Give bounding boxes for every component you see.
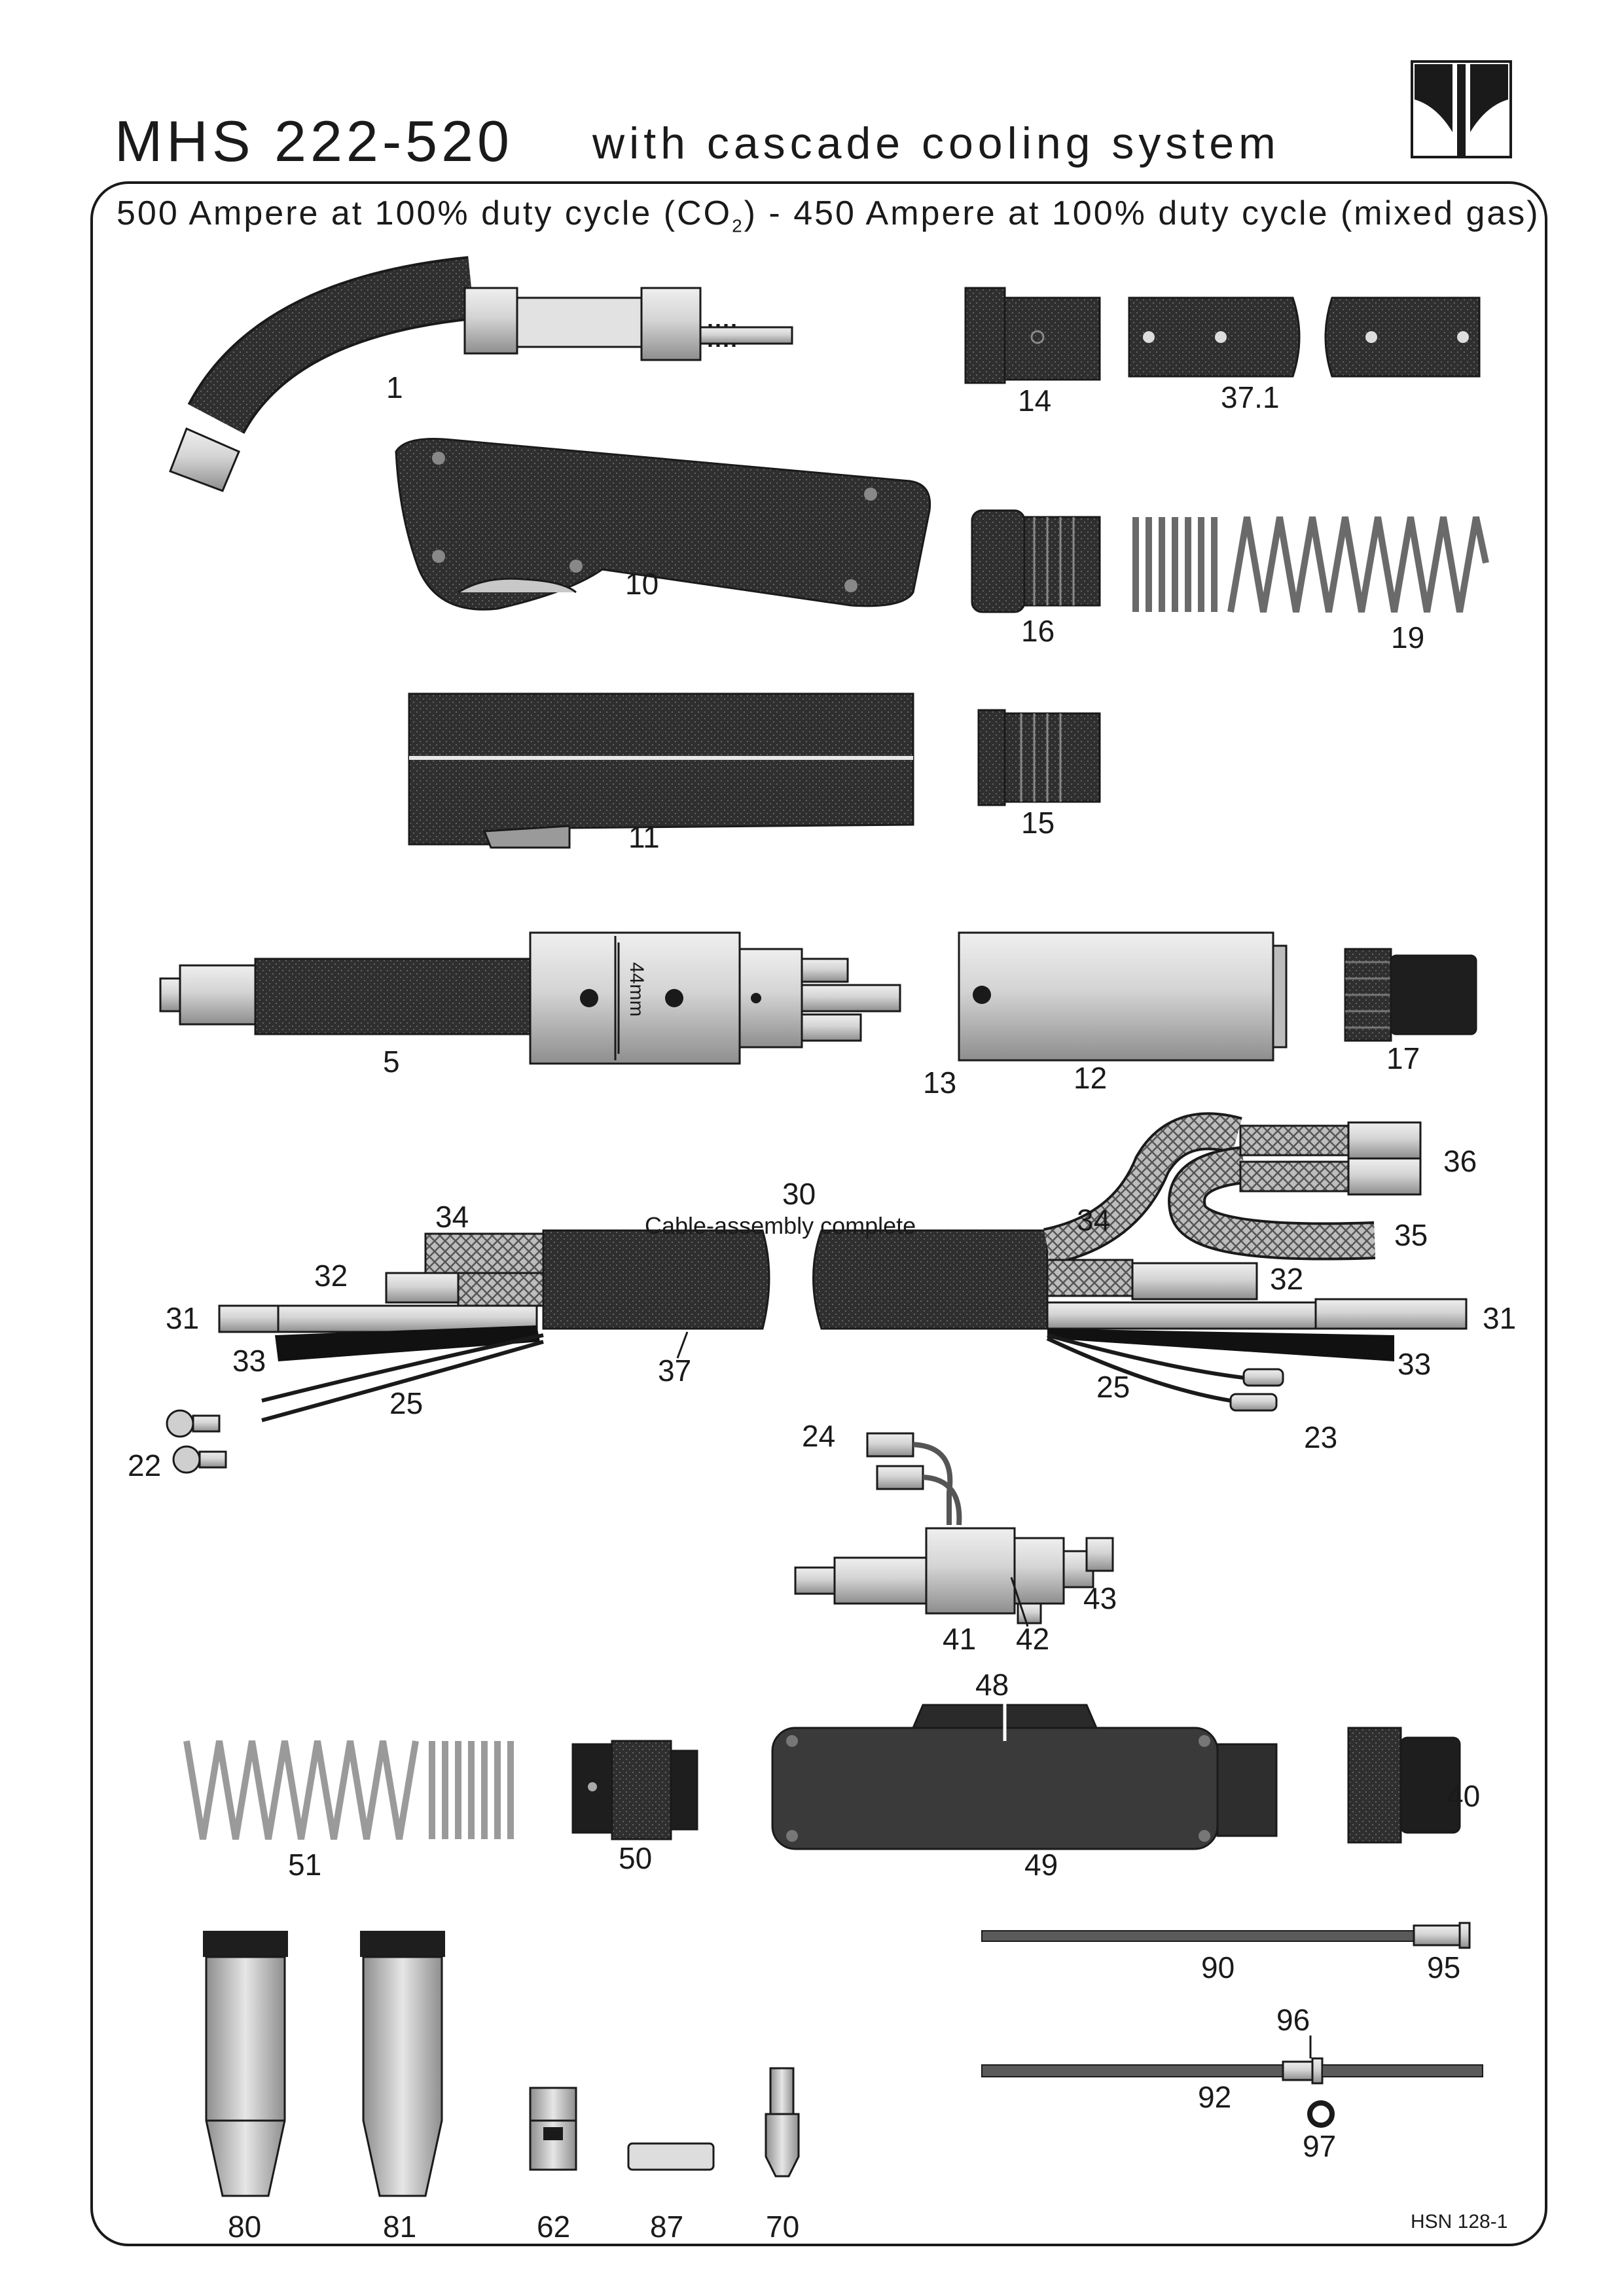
label-25-right: 25: [1096, 1370, 1130, 1404]
label-40: 40: [1447, 1779, 1480, 1813]
part-10-handle: [395, 437, 931, 611]
label-34-right: 34: [1077, 1203, 1110, 1237]
part-41-connector: [794, 1432, 1114, 1624]
label-50: 50: [619, 1841, 652, 1875]
label-14: 14: [1018, 384, 1051, 418]
page-title: MHS 222-520: [115, 109, 513, 173]
label-10: 10: [625, 567, 659, 601]
label-22: 22: [128, 1448, 161, 1482]
leader-lines: [617, 942, 1312, 2058]
part-81-nozzle: [360, 1931, 445, 2197]
part-11-handle-shell: [408, 692, 914, 849]
label-cable-assembly: Cable-assembly complete: [645, 1212, 916, 1239]
label-37-1: 37.1: [1221, 380, 1280, 414]
label-95: 95: [1427, 1950, 1460, 1984]
label-33-right: 33: [1398, 1347, 1431, 1381]
part-62-tip-adapter: [529, 2087, 577, 2171]
part-17-nut: [1344, 948, 1477, 1042]
part-40-nut: [1347, 1727, 1461, 1844]
label-34-left: 34: [435, 1200, 469, 1234]
label-90: 90: [1201, 1950, 1235, 1984]
part-51-spring: [183, 1740, 514, 1840]
part-92-liner: [981, 2057, 1483, 2128]
label-32-right: 32: [1270, 1262, 1303, 1296]
label-19: 19: [1391, 620, 1424, 655]
label-92: 92: [1198, 2080, 1231, 2114]
label-13: 13: [923, 1066, 956, 1100]
label-16: 16: [1021, 614, 1055, 648]
label-36: 36: [1443, 1144, 1477, 1178]
label-37: 37: [658, 1354, 691, 1388]
rating-subscript: 2: [732, 215, 744, 236]
label-24: 24: [802, 1419, 835, 1453]
part-48-trigger-cover: [911, 1698, 1098, 1741]
label-51: 51: [288, 1848, 321, 1882]
label-43: 43: [1083, 1581, 1117, 1615]
page-subtitle: with cascade cooling system: [592, 118, 1280, 168]
label-12: 12: [1074, 1061, 1107, 1095]
part-15-collar: [977, 709, 1101, 806]
label-30: 30: [782, 1177, 816, 1211]
label-25-left: 25: [389, 1386, 423, 1420]
label-1: 1: [386, 370, 403, 404]
label-41: 41: [943, 1622, 976, 1656]
rating-text: 500 Ampere at 100% duty cycle (CO2) - 45…: [117, 194, 1540, 236]
label-31-right: 31: [1483, 1301, 1516, 1335]
rating-part2: ) - 450 Ampere at 100% duty cycle (mixed…: [744, 194, 1540, 232]
label-35: 35: [1394, 1218, 1428, 1252]
part-14-collar: [964, 287, 1101, 384]
part-80-nozzle: [203, 1931, 288, 2197]
label-62: 62: [537, 2210, 570, 2244]
part-1-swan-neck: [169, 256, 793, 492]
label-48: 48: [975, 1668, 1009, 1702]
label-11: 11: [628, 820, 660, 854]
label-49: 49: [1024, 1848, 1058, 1882]
label-81: 81: [383, 2210, 416, 2244]
label-5: 5: [383, 1045, 400, 1079]
brand-logo: [1411, 60, 1512, 158]
label-33-left: 33: [232, 1344, 266, 1378]
rating-part1: 500 Ampere at 100% duty cycle (CO: [117, 194, 732, 232]
label-31-left: 31: [166, 1301, 199, 1335]
label-15: 15: [1021, 806, 1055, 840]
part-37-1-cable-cover: [1128, 296, 1481, 378]
part-50-collar: [571, 1740, 698, 1840]
label-70: 70: [766, 2210, 799, 2244]
part-5-torch-body: [159, 931, 901, 1065]
part-19-spring: [1132, 516, 1489, 613]
label-80: 80: [228, 2210, 261, 2244]
cable-assembly-drawing: [166, 1112, 1468, 1474]
document-code: HSN 128-1: [1411, 2211, 1508, 2233]
part-87-insulator: [627, 2142, 715, 2171]
part-16-collar: [971, 509, 1101, 613]
label-96: 96: [1276, 2003, 1310, 2037]
label-32-left: 32: [314, 1259, 348, 1293]
label-dimension: 44mm: [626, 962, 647, 1016]
label-23: 23: [1304, 1420, 1337, 1454]
drawing-frame: [90, 181, 1547, 2246]
label-87: 87: [650, 2210, 683, 2244]
part-90-liner: [981, 1922, 1471, 1949]
part-12-sleeve: [958, 931, 1288, 1062]
label-17: 17: [1386, 1041, 1420, 1075]
label-97: 97: [1303, 2129, 1336, 2163]
part-70-contact-tip: [765, 2067, 800, 2178]
label-42: 42: [1016, 1622, 1049, 1656]
part-49-handle-body: [771, 1727, 1278, 1850]
